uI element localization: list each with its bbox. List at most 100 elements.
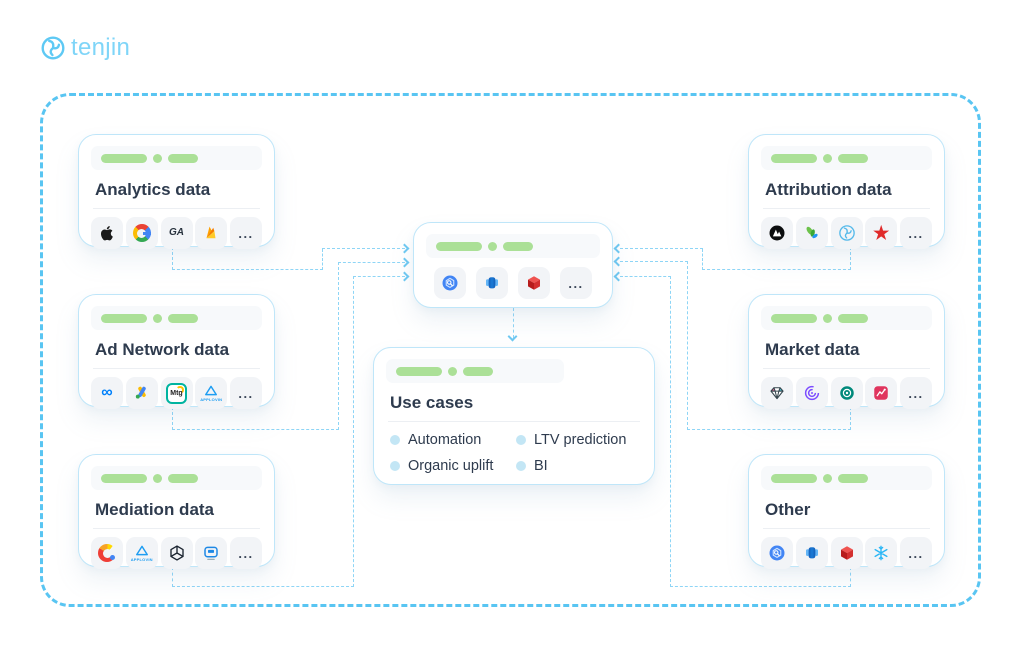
placeholder-pill (503, 241, 533, 251)
placeholder-dot (823, 153, 832, 163)
placeholder-dot (153, 313, 162, 323)
placeholder-dot (153, 473, 162, 483)
bullet-icon (516, 461, 526, 472)
placeholder-dot (823, 313, 832, 323)
card-title: Ad Network data (95, 340, 230, 359)
more-icon: ... (560, 267, 592, 299)
placeholder-bar (91, 306, 262, 330)
placeholder-bar (761, 146, 932, 170)
placeholder-pill (101, 153, 147, 163)
placeholder-pill (101, 313, 147, 323)
more-icon: ... (230, 537, 262, 570)
divider (93, 368, 260, 370)
divider (763, 528, 930, 530)
divider (93, 528, 260, 530)
card-title: Analytics data (95, 180, 211, 199)
use-case-label: Organic uplift (408, 458, 494, 475)
placeholder-bar (386, 359, 564, 383)
placeholder-bar (426, 234, 600, 258)
firebase-icon (195, 217, 228, 250)
placeholder-pill (101, 473, 147, 483)
card-market-data: Market data ... (748, 294, 945, 410)
placeholder-pill (436, 241, 482, 251)
target-circle-icon (830, 377, 863, 410)
placeholder-pill (168, 153, 198, 163)
card-title: Other (765, 500, 811, 519)
google-icon (125, 217, 158, 250)
admob-icon (91, 537, 123, 570)
redshift-cube-icon (518, 267, 550, 299)
card-title: Mediation data (95, 500, 215, 519)
placeholder-pill (838, 153, 868, 163)
concentric-rings-icon (795, 377, 828, 410)
use-case-list: Automation LTV prediction Organic uplift… (390, 432, 638, 474)
brand-logo: tenjin (40, 34, 130, 62)
more-icon: ... (900, 537, 932, 570)
card-use-cases: Use cases Automation LTV prediction Orga… (373, 347, 655, 485)
brand-name: tenjin (71, 34, 131, 61)
tenjin-logo-icon (41, 36, 65, 60)
placeholder-bar (761, 306, 932, 330)
bigquery-icon (761, 537, 793, 570)
appsflyer-icon (795, 217, 828, 250)
placeholder-bar (91, 466, 262, 490)
use-case-label: Automation (408, 432, 482, 449)
placeholder-pill (771, 473, 817, 483)
bullet-icon (516, 435, 526, 446)
card-attribution-data: Attribution data ★ ... (748, 134, 945, 250)
applovin-icon: APPLOVIN (195, 377, 228, 410)
placeholder-bar (91, 146, 262, 170)
divider (93, 208, 260, 210)
placeholder-dot (153, 153, 162, 163)
placeholder-pill (771, 153, 817, 163)
placeholder-pill (838, 313, 868, 323)
monitor-icon (195, 537, 228, 570)
adjust-icon (761, 217, 793, 250)
database-icon (795, 537, 828, 570)
card-other: Other ... (748, 454, 945, 570)
use-case-label: BI (534, 458, 548, 475)
diagram-frame (40, 93, 981, 607)
bullet-icon (390, 435, 400, 446)
card-title: Market data (765, 340, 860, 359)
line-chart-icon (865, 377, 898, 410)
card-data-warehouse-hub: ... (413, 222, 613, 308)
card-ad-network-data: Ad Network data ∞ Mtg APPLOVIN ... (78, 294, 275, 410)
more-icon: ... (230, 377, 262, 410)
redshift-cube-icon (830, 537, 863, 570)
placeholder-bar (761, 466, 932, 490)
bigquery-icon (434, 267, 466, 299)
placeholder-dot (448, 366, 457, 376)
database-icon (476, 267, 508, 299)
placeholder-pill (168, 473, 198, 483)
placeholder-pill (396, 366, 442, 376)
placeholder-pill (771, 313, 817, 323)
mintegral-icon: Mtg (160, 377, 193, 410)
more-icon: ... (900, 217, 932, 250)
google-ads-icon (125, 377, 158, 410)
card-title: Use cases (390, 393, 474, 412)
card-title: Attribution data (765, 180, 892, 199)
placeholder-pill (168, 313, 198, 323)
red-star-icon: ★ (865, 217, 898, 250)
more-icon: ... (900, 377, 932, 410)
apple-icon (91, 217, 123, 250)
use-case-item: LTV prediction (516, 432, 638, 448)
divider (763, 368, 930, 370)
bullet-icon (390, 461, 400, 472)
snowflake-icon (865, 537, 898, 570)
more-icon: ... (230, 217, 262, 250)
meta-icon: ∞ (91, 377, 123, 410)
use-case-label: LTV prediction (534, 432, 627, 449)
divider (763, 208, 930, 210)
card-mediation-data: Mediation data APPLOVIN ... (78, 454, 275, 570)
use-case-item: Organic uplift (390, 458, 510, 474)
use-case-item: Automation (390, 432, 510, 448)
placeholder-pill (463, 366, 493, 376)
applovin-icon: APPLOVIN (125, 537, 158, 570)
unity-icon (160, 537, 193, 570)
divider (388, 421, 640, 423)
gameanalytics-icon: GA (160, 217, 193, 250)
card-analytics-data: Analytics data GA ... (78, 134, 275, 250)
